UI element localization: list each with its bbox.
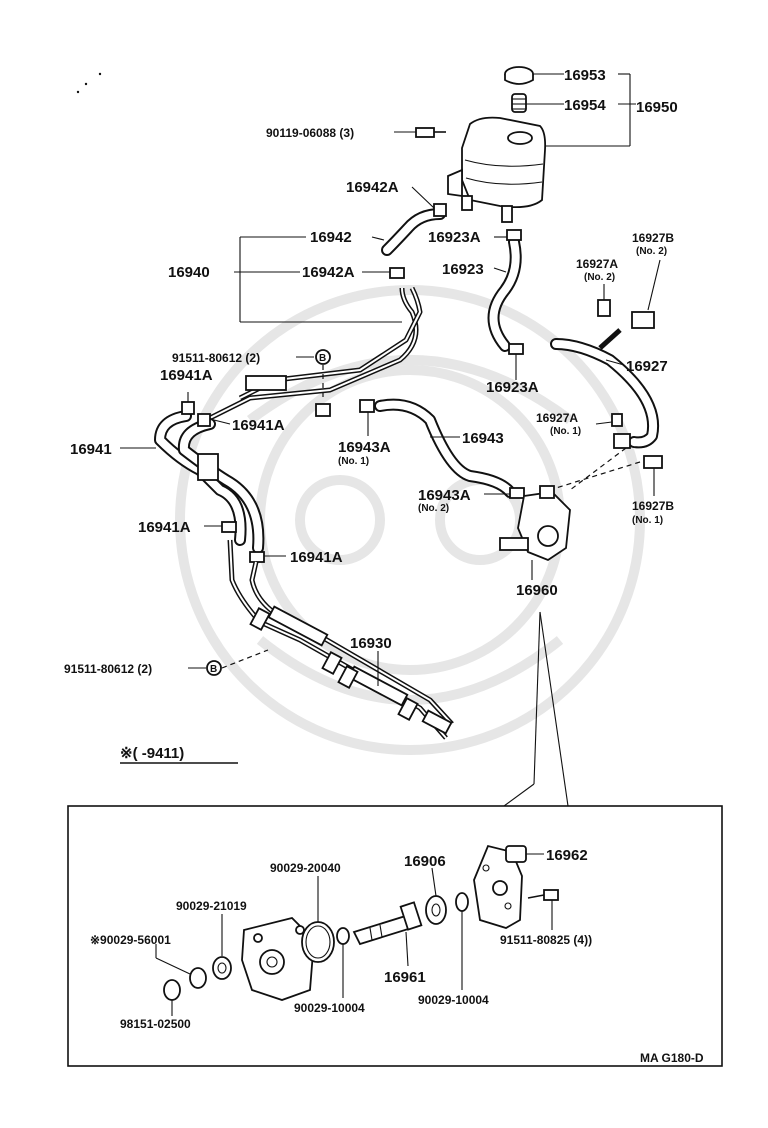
leader-lines	[120, 73, 661, 807]
label-16942A-mid: 16942A	[302, 264, 355, 281]
label-16906: 16906	[404, 853, 446, 870]
label-16927B-top: 16927B	[632, 231, 674, 245]
pipe-16940	[208, 267, 423, 421]
reservoir-cap	[504, 66, 534, 85]
label-16923: 16923	[442, 261, 484, 278]
label-16942: 16942	[310, 229, 352, 246]
label-16961: 16961	[384, 969, 426, 986]
label-16962: 16962	[546, 847, 588, 864]
label-16923A-top: 16923A	[428, 229, 481, 246]
label-90029-56001: ※90029-56001	[90, 933, 171, 947]
label-note-range: ※( -9411)	[120, 745, 184, 762]
label-16941A-4: 16941A	[290, 549, 343, 566]
svg-text:B: B	[319, 353, 326, 364]
bolt-mark-top: B	[315, 349, 331, 365]
part-labels: 16953 16954 16950 90119-06088 (3) 16942A…	[64, 67, 704, 1065]
label-16927B-bottom: 16927B	[632, 499, 674, 513]
label-16930: 16930	[350, 635, 392, 652]
pump-detail-leaders	[155, 853, 553, 1016]
label-16943: 16943	[462, 430, 504, 447]
label-16943A-2-sub: (No. 2)	[418, 503, 449, 514]
label-16941A-1: 16941A	[160, 367, 213, 384]
label-16943A-1: 16943A	[338, 439, 391, 456]
label-16960: 16960	[516, 582, 558, 599]
label-16941A-3: 16941A	[138, 519, 191, 536]
label-diagram-code: MA G180-D	[640, 1051, 704, 1065]
label-90029-10004-a: 90029-10004	[294, 1001, 365, 1015]
label-90029-10004-b: 90029-10004	[418, 993, 489, 1007]
reservoir-filter	[511, 93, 527, 113]
label-90119: 90119-06088 (3)	[266, 126, 354, 140]
label-16940: 16940	[168, 264, 210, 281]
label-16953: 16953	[564, 67, 606, 84]
label-91511-bottom: 91511-80612 (2)	[64, 662, 152, 676]
label-91511-top: 91511-80612 (2)	[172, 351, 260, 365]
pump-detail-parts	[163, 844, 559, 1001]
label-16954: 16954	[564, 97, 606, 114]
label-98151: 98151-02500	[120, 1017, 191, 1031]
hose-16943	[359, 398, 525, 499]
stray-dots	[76, 72, 102, 94]
label-16943A-2: 16943A	[418, 487, 471, 504]
bolt-90119	[415, 127, 446, 138]
label-16941: 16941	[70, 441, 112, 458]
label-16927A-top: 16927A	[576, 257, 618, 271]
hose-16942	[381, 203, 447, 256]
label-16927B-bottom-sub: (No. 1)	[632, 515, 663, 526]
label-16942A-top: 16942A	[346, 179, 399, 196]
label-90029-20040: 90029-20040	[270, 861, 341, 875]
label-16943A-1-sub: (No. 1)	[338, 456, 369, 467]
bolt-mark-bottom: B	[206, 660, 222, 676]
reservoir-tank	[447, 116, 547, 223]
label-16950: 16950	[636, 99, 678, 116]
label-91511-80825: 91511-80825 (4))	[500, 933, 592, 947]
svg-text:B: B	[210, 664, 217, 675]
cooler-16930	[227, 539, 454, 740]
label-16927A-top-sub: (No. 2)	[584, 272, 615, 283]
pump-detail-box	[67, 805, 723, 1067]
label-16927: 16927	[626, 358, 668, 375]
hose-16927	[550, 299, 663, 469]
hose-16941	[154, 401, 265, 563]
label-16927A-mid: 16927A	[536, 411, 578, 425]
pump-16960	[499, 485, 571, 562]
label-16927B-top-sub: (No. 2)	[636, 246, 667, 257]
hose-16923	[487, 229, 524, 355]
label-16923A-bottom: 16923A	[486, 379, 539, 396]
label-90029-21019: 90029-21019	[176, 899, 247, 913]
label-16927A-mid-sub: (No. 1)	[550, 426, 581, 437]
label-16941A-2: 16941A	[232, 417, 285, 434]
